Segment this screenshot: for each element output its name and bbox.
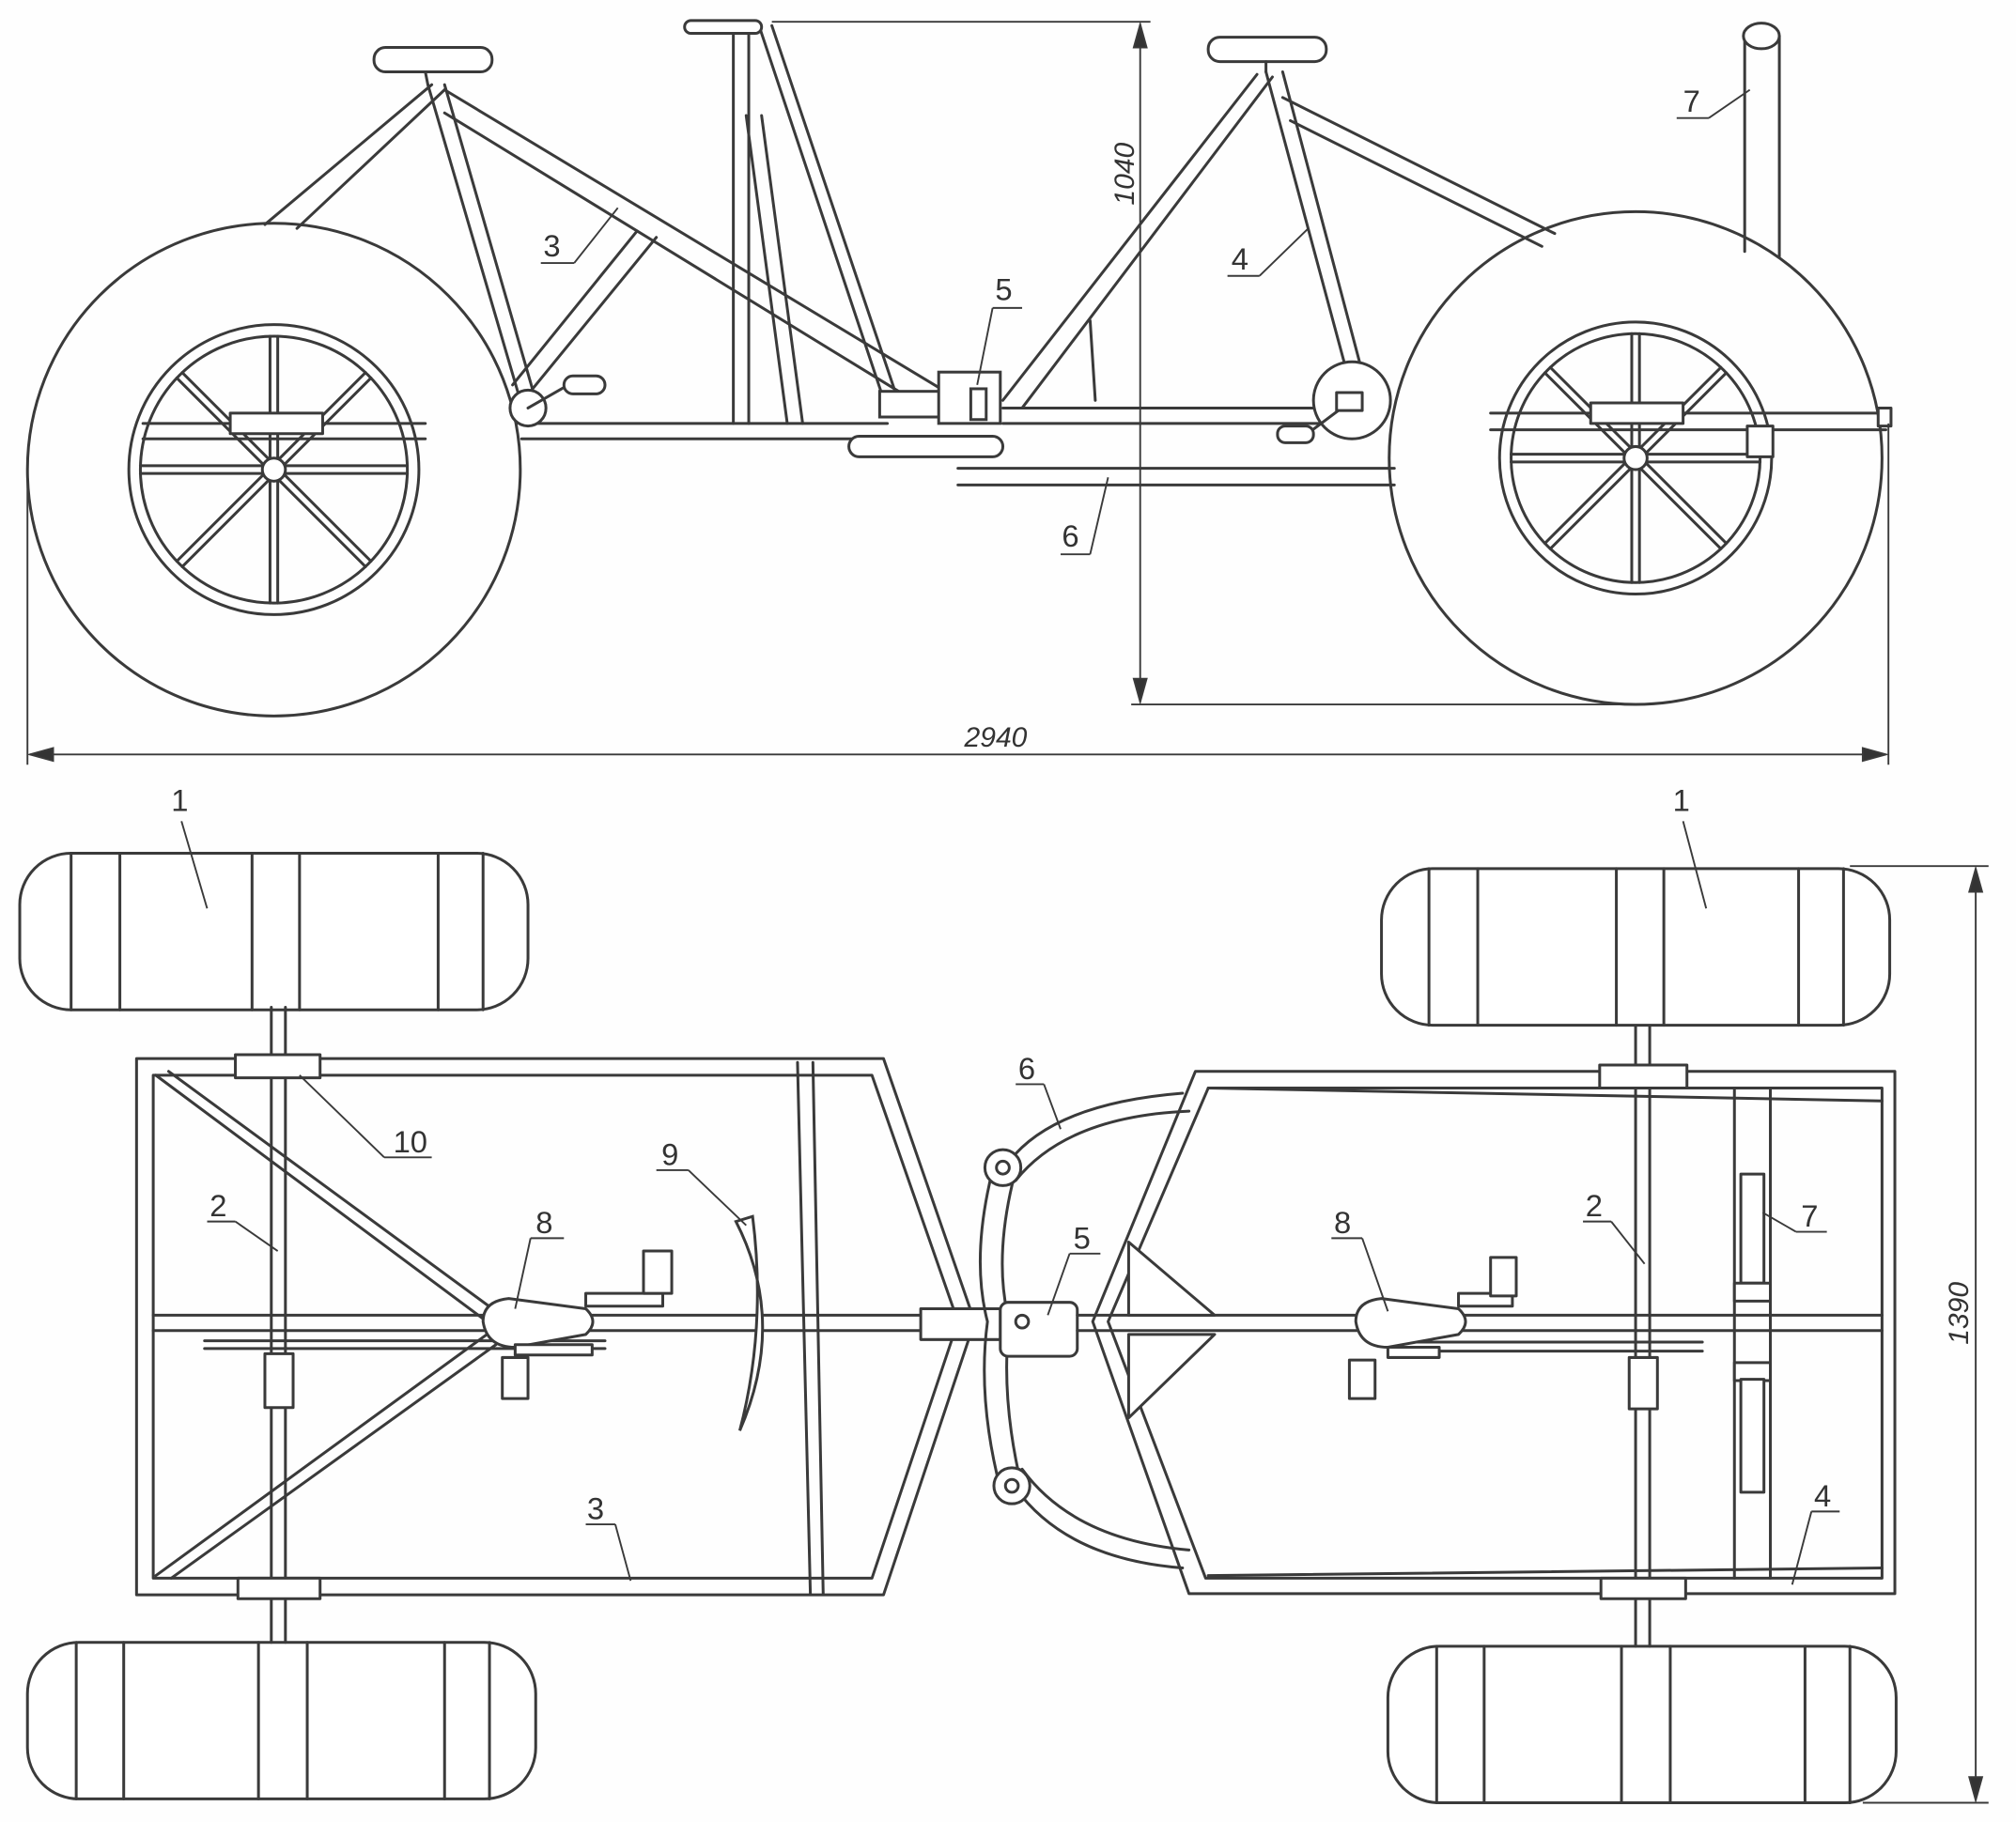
top-pedal-right — [1347, 1256, 1518, 1400]
wheel-spoke — [1645, 462, 1729, 546]
dimension-lines-top — [1850, 865, 1989, 1804]
side-handle-post — [1742, 22, 1781, 258]
label-3-side: 3 — [543, 228, 560, 263]
tire-top-left — [18, 852, 530, 1011]
side-rear-frame — [141, 19, 947, 440]
top-front-frame — [1076, 1025, 1897, 1648]
label-6-side: 6 — [1062, 518, 1078, 553]
dimension-width: 1390 — [1944, 1282, 1975, 1345]
label-10: 10 — [394, 1124, 427, 1159]
label-4-side: 4 — [1232, 241, 1248, 276]
label-5-top: 5 — [1074, 1220, 1091, 1255]
wheel-spoke — [1543, 462, 1626, 546]
tire-bottom-left — [25, 1641, 537, 1800]
label-3-top: 3 — [587, 1491, 604, 1526]
top-pedal-left — [481, 1249, 674, 1400]
wheel-spoke — [180, 479, 271, 568]
top-view: 1 1 10 2 2 9 8 8 6 5 7 3 4 1390 — [18, 782, 1989, 1805]
side-rear-wheel — [25, 222, 522, 718]
label-7-side: 7 — [1683, 84, 1700, 118]
label-6-top: 6 — [1018, 1051, 1035, 1086]
dimension-height: 1040 — [1109, 142, 1140, 205]
tire-top-right — [1380, 867, 1892, 1027]
label-8-right: 8 — [1334, 1205, 1351, 1240]
label-2-left: 2 — [209, 1188, 226, 1223]
top-brake-arc — [734, 1214, 765, 1431]
top-leaders — [180, 821, 1840, 1585]
label-5-side: 5 — [995, 272, 1012, 307]
label-4-top: 4 — [1814, 1478, 1831, 1513]
wheel-spoke — [283, 376, 373, 466]
tire-bottom-right — [1386, 1644, 1898, 1805]
wheel-spoke — [180, 371, 271, 460]
label-1-left: 1 — [171, 782, 188, 817]
label-7-top: 7 — [1801, 1198, 1818, 1233]
side-hitch — [847, 370, 1005, 458]
wheel-spoke — [277, 479, 367, 568]
dimension-lines-side — [26, 21, 1890, 765]
side-front-frame — [956, 36, 1893, 486]
top-hitch — [978, 1091, 1191, 1569]
label-1-right: 1 — [1673, 782, 1690, 817]
label-9: 9 — [661, 1137, 678, 1172]
label-2-right: 2 — [1586, 1188, 1603, 1223]
wheel-spoke — [1548, 467, 1632, 550]
wheel-spoke — [1639, 467, 1723, 550]
side-view: 3 4 5 6 7 2940 1040 — [25, 19, 1893, 765]
dimension-length: 2940 — [964, 722, 1028, 753]
label-8-left: 8 — [535, 1205, 552, 1240]
wheel-spoke — [175, 376, 265, 466]
wheel-spoke — [283, 473, 373, 564]
top-handle-post — [1732, 1172, 1773, 1494]
side-leaders — [540, 88, 1751, 556]
side-front-wheel — [1388, 209, 1884, 706]
wheel-spoke — [175, 473, 265, 564]
